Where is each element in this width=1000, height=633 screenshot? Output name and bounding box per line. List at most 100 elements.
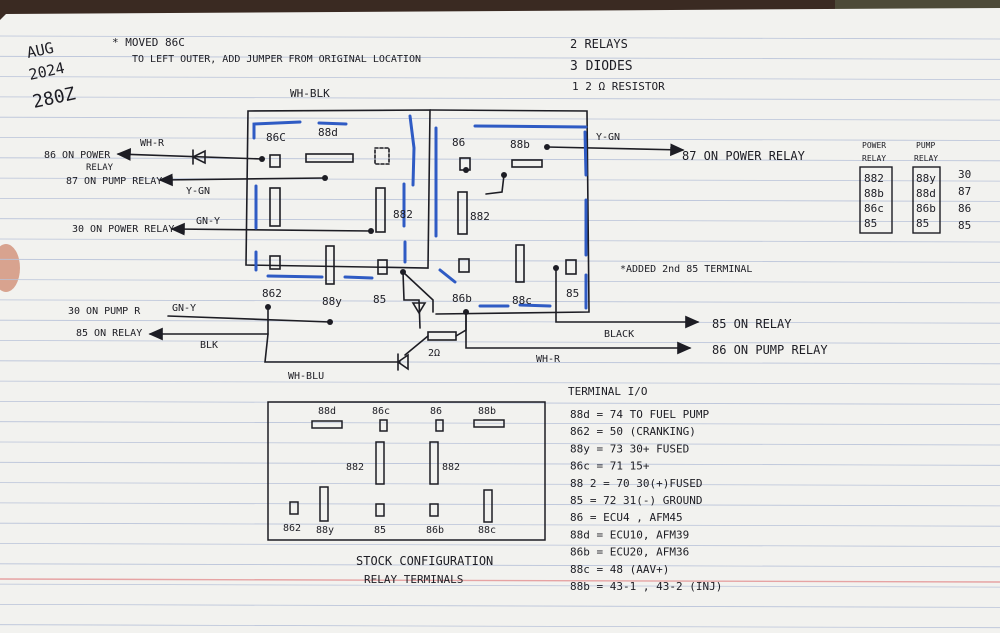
paper-sheet	[0, 8, 1000, 633]
stock-label-882: 882	[346, 462, 364, 473]
ruled-line	[0, 299, 1000, 304]
wire-junction-dot	[327, 319, 333, 325]
wire-junction-dot	[322, 175, 328, 181]
terminal-86b	[458, 258, 470, 273]
ruled-line	[0, 238, 1000, 243]
ruled-line	[0, 380, 1000, 385]
stock-label-86: 86	[430, 406, 442, 417]
ruled-line	[0, 461, 1000, 466]
terminal-88y	[325, 245, 335, 285]
left-relay-outline	[245, 109, 431, 269]
conn-87-power-relay: 87 ON POWER RELAY	[682, 149, 806, 163]
wire-junction-dot	[400, 269, 406, 275]
terminal-io-row: 86 = ECU4 , AFM45	[570, 511, 683, 524]
wire-gn-y-pump	[167, 315, 331, 323]
terminal-io-row: 88d = ECU10, AFM39	[570, 528, 689, 541]
ruled-line	[0, 279, 1000, 284]
label-85-right: 85	[566, 287, 579, 300]
wire-wh-blu	[264, 333, 401, 363]
parts-resistor: 1 2 Ω RESISTOR	[572, 80, 665, 93]
conn-86-pump-relay: 86 ON PUMP RELAY	[712, 343, 828, 357]
table-relay-pin-0: 30	[958, 168, 971, 181]
ruled-line	[0, 340, 1000, 344]
table-power-3: 85	[864, 217, 877, 230]
wire-junction-dot	[553, 265, 559, 271]
wire-label-gn-y-pump: GN-Y	[172, 303, 196, 314]
wire-junction-dot	[265, 304, 271, 310]
label-86c: 86C	[266, 131, 286, 144]
stock-label-88b: 88b	[478, 406, 496, 417]
label-882: 882	[393, 208, 413, 221]
wire-wh-r	[116, 148, 263, 161]
wire-gn-y	[170, 222, 372, 236]
ruled-line	[0, 583, 1000, 588]
wire-wh-r-right	[465, 311, 692, 355]
terminal-88b	[511, 159, 543, 168]
wire-y-gn	[158, 173, 326, 187]
ruled-line	[0, 76, 1000, 80]
terminal-88d	[305, 153, 354, 163]
ruled-line	[0, 624, 1000, 629]
diode-1	[191, 149, 206, 165]
label-85-left: 85	[373, 293, 386, 306]
table-header-power: POWER	[862, 141, 886, 150]
wiring-ink	[116, 109, 700, 371]
wire-label-wh-r: WH-R	[140, 138, 165, 149]
terminal-io-row: 862 = 50 (CRANKING)	[570, 425, 696, 438]
ruled-line	[0, 55, 1000, 60]
stock-caption: STOCK CONFIGURATION	[356, 554, 493, 568]
ruled-line	[0, 441, 1000, 446]
label-882-right: 882	[470, 210, 490, 223]
date-month: AUG	[25, 39, 55, 62]
ruled-line	[0, 604, 1000, 608]
wire-junction-dot	[501, 172, 507, 178]
wire-label-black: BLACK	[604, 329, 634, 340]
ruled-line	[0, 563, 1000, 568]
wire-label-wh-r-right: WH-R	[536, 354, 561, 365]
table-power-2: 86c	[864, 202, 884, 215]
table-power-0: 882	[864, 172, 884, 185]
wire-junction-dot	[544, 144, 550, 150]
margin-line	[0, 578, 1000, 583]
ruled-line	[0, 502, 1000, 507]
wire-jumper	[402, 271, 434, 313]
terminal-io-row: 86b = ECU20, AFM36	[570, 546, 689, 559]
terminal-85-left	[377, 259, 388, 275]
ruled-line	[0, 543, 1000, 547]
table-pump-1: 88d	[916, 187, 936, 200]
diode-3	[411, 302, 427, 315]
label-862: 862	[262, 287, 282, 300]
label-88b: 88b	[510, 138, 530, 151]
terminal-88y-top	[269, 187, 281, 227]
ruled-line	[0, 197, 1000, 202]
terminal-io-row: 85 = 72 31(-) GROUND	[570, 494, 702, 507]
stock-label-85: 85	[374, 525, 386, 536]
stock-label-86b: 86b	[426, 525, 444, 536]
ruled-line	[0, 35, 1000, 40]
ruled-lines	[0, 35, 1000, 629]
wire-junction-dot	[259, 156, 265, 162]
label-86: 86	[452, 136, 465, 149]
stock-label-86c: 86c	[372, 406, 390, 417]
label-86b: 86b	[452, 292, 472, 305]
terminal-io-row: 88b = 43-1 , 43-2 (INJ)	[570, 580, 722, 593]
stock-label-862: 862	[283, 523, 301, 534]
stock-diagram	[267, 401, 546, 541]
wire-label-gn-y: GN-Y	[196, 216, 220, 227]
ruled-line	[0, 400, 1000, 405]
conn-85-relay-left: 85 ON RELAY	[76, 328, 142, 339]
blue-ink-marks	[252, 114, 588, 310]
conn-30-pump-relay: 30 ON PUMP R	[68, 306, 141, 317]
conn-87-pump-relay: 87 ON PUMP RELAY	[66, 176, 162, 187]
wire-blk	[150, 306, 269, 334]
terminal-882-right	[457, 191, 468, 235]
moved-note-line1: * MOVED 86C	[112, 36, 185, 49]
terminal-882	[375, 187, 386, 233]
table-relay-pin-1: 87	[958, 185, 971, 198]
label-88d: 88d	[318, 126, 338, 139]
wire-label-y-gn-right: Y-GN	[596, 132, 620, 143]
table-relay-pin-2: 86	[958, 202, 971, 215]
terminal-io-row: 88d = 74 TO FUEL PUMP	[570, 408, 709, 421]
conn-86-power-relay-2: RELAY	[86, 163, 114, 173]
